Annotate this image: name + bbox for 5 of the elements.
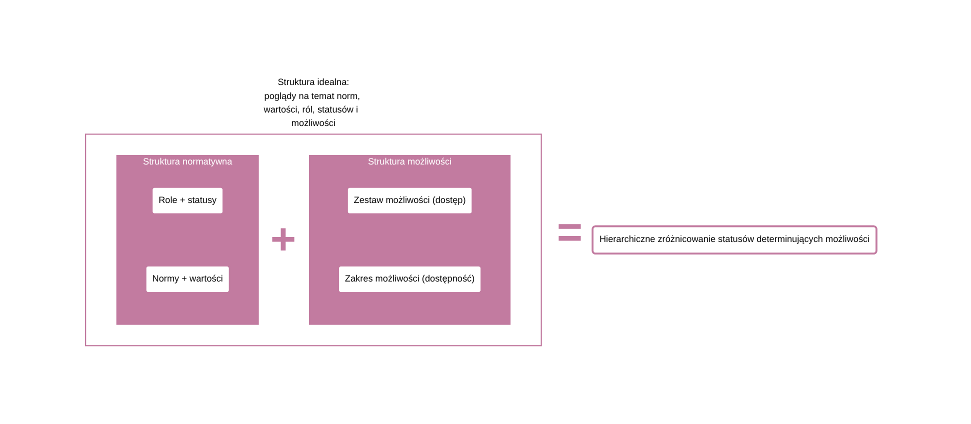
math-symbol: + (270, 218, 296, 262)
node-label: poglądy na temat norm, wartości, ról, statusów i możliwości (263, 91, 360, 128)
math-symbol: = (556, 211, 583, 256)
node-label: Struktura idealna: (277, 78, 349, 88)
cluster (84, 134, 542, 346)
